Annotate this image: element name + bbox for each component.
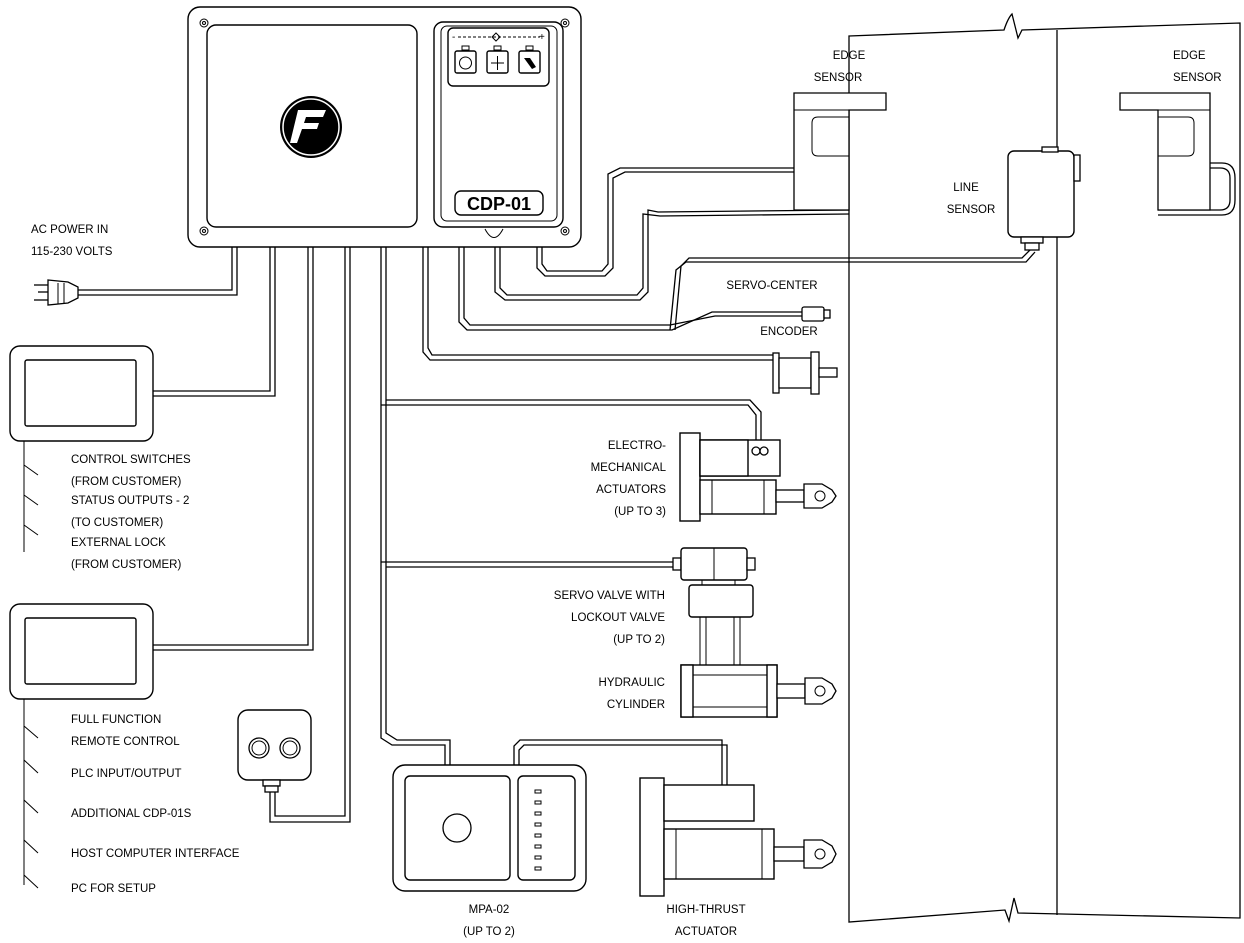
io1-item-1: (FROM CUSTOMER) (71, 476, 181, 488)
io2-item-1: REMOTE CONTROL (71, 736, 180, 748)
fife-logo: FIFE (280, 96, 342, 158)
line-sensor-label-1: LINE (953, 182, 979, 194)
encoder-label: ENCODER (760, 326, 818, 338)
panel-button-center[interactable] (486, 45, 509, 74)
line-sensor-label-2: SENSOR (947, 204, 996, 216)
edge-sensor-left (793, 92, 887, 211)
pushbutton-station (237, 709, 312, 793)
ac-power-label-2: 115-230 VOLTS (31, 246, 113, 258)
edge-sensor-left-label-2: SENSOR (814, 72, 863, 84)
high-thrust-label-2: ACTUATOR (675, 926, 737, 938)
io1-item-3: (TO CUSTOMER) (71, 517, 163, 529)
high-thrust-label-1: HIGH-THRUST (666, 904, 745, 916)
cdp-01-controller: FIFE - + CDP-01 (187, 6, 582, 248)
cables (78, 162, 1236, 823)
panel-button-power[interactable] (454, 45, 477, 74)
edge-sensor-right-label-2: SENSOR (1173, 72, 1222, 84)
servo-valve (672, 547, 756, 665)
panel-button-manual[interactable] (518, 45, 541, 74)
hydraulic-cylinder-label-2: CYLINDER (607, 699, 665, 711)
hydraulic-cylinder-label-1: HYDRAULIC (599, 677, 665, 689)
servo-valve-label-3: (UP TO 2) (613, 634, 665, 646)
io2-item-0: FULL FUNCTION (71, 714, 161, 726)
mpa-02-unit (392, 764, 587, 892)
mpa-label-2: (UP TO 2) (463, 926, 515, 938)
io1-item-4: EXTERNAL LOCK (71, 537, 166, 549)
edge-sensor-left-label-1: EDGE (833, 50, 866, 62)
electro-mechanical-actuator (679, 432, 837, 522)
em-actuator-label-2: MECHANICAL (591, 462, 667, 474)
io2-item-2: PLC INPUT/OUTPUT (71, 768, 182, 780)
encoder (772, 351, 838, 395)
model-label: CDP-01 (467, 194, 531, 214)
svg-text:FIFE: FIFE (302, 134, 320, 143)
hydraulic-cylinder (680, 664, 837, 718)
svg-text:-: - (452, 32, 455, 43)
io1-item-2: STATUS OUTPUTS - 2 (71, 495, 189, 507)
em-actuator-label-1: ELECTRO- (608, 440, 666, 452)
em-actuator-label-4: (UP TO 3) (614, 506, 666, 518)
io-box-1 (9, 345, 154, 552)
servo-valve-label-2: LOCKOUT VALVE (571, 612, 665, 624)
model-badge (454, 190, 544, 216)
em-actuator-label-3: ACTUATORS (596, 484, 666, 496)
ac-power-label-1: AC POWER IN (31, 224, 108, 236)
io1-item-0: CONTROL SWITCHES (71, 454, 191, 466)
servo-center-connector (801, 306, 831, 322)
servo-center-label: SERVO-CENTER (726, 280, 817, 292)
io2-item-3: ADDITIONAL CDP-01S (71, 808, 192, 820)
edge-sensor-right-label-1: EDGE (1173, 50, 1206, 62)
io2-item-4: HOST COMPUTER INTERFACE (71, 848, 240, 860)
line-sensor (1007, 146, 1081, 251)
servo-valve-label-1: SERVO VALVE WITH (554, 590, 665, 602)
ac-power-plug (34, 279, 79, 306)
svg-text:+: + (539, 32, 545, 43)
io2-item-5: PC FOR SETUP (71, 883, 156, 895)
mpa-label-1: MPA-02 (469, 904, 510, 916)
edge-sensor-right (1119, 92, 1211, 211)
io1-item-5: (FROM CUSTOMER) (71, 559, 181, 571)
io-box-2 (9, 603, 154, 889)
high-thrust-actuator (639, 777, 837, 897)
